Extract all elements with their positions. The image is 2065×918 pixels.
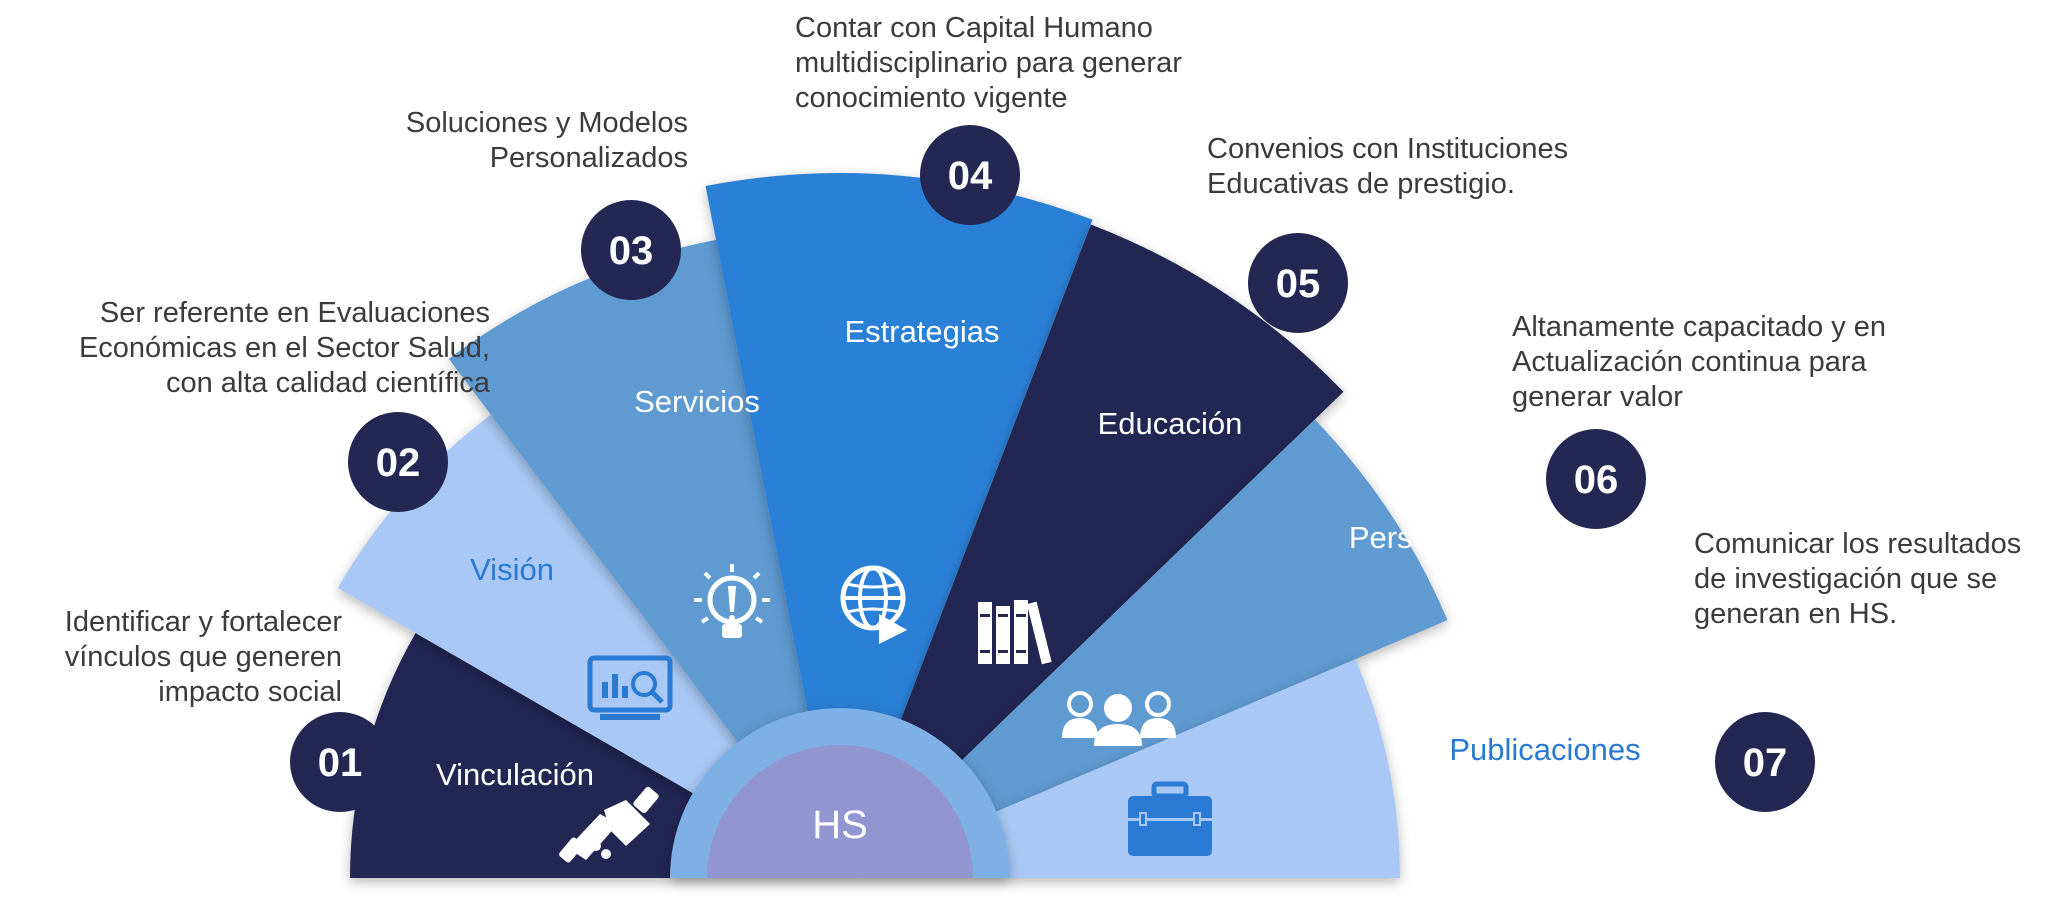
presentation-chart-icon — [587, 655, 673, 720]
sector-label-07: Publicaciones — [1449, 732, 1640, 767]
badge-03 — [581, 200, 681, 300]
sector-label-05: Educación — [1098, 406, 1243, 441]
center-inner — [707, 745, 973, 878]
description-04: Contar con Capital Humano multidisciplin… — [795, 12, 1182, 114]
badge-02 — [348, 412, 448, 512]
people-group-icon — [1062, 691, 1176, 746]
sector-04 — [705, 173, 1093, 878]
sectors-group — [337, 173, 1448, 878]
sector-03 — [448, 239, 840, 878]
sector-labels-group: Vinculación Visión Servicios EstrategiasEdu… — [436, 314, 1641, 792]
badge-05 — [1248, 233, 1348, 333]
badge-number-07: 07 — [1743, 741, 1788, 785]
sector-label-02: Visión — [470, 552, 554, 587]
handshake-icon — [559, 786, 659, 863]
description-03: Soluciones y Modelos Personalizados — [405, 107, 688, 174]
description-05: Convenios con Instituciones Educativas d… — [1207, 133, 1569, 200]
sector-02 — [337, 414, 840, 878]
description-01: Identificar y fortalecer vínculos que ge… — [64, 606, 342, 708]
badge-number-01: 01 — [318, 741, 363, 785]
description-02: Ser referente en Evaluaciones Económicas… — [78, 297, 490, 399]
description-06: Altanamente capacitado y en Actualizació… — [1512, 311, 1887, 413]
badge-number-03: 03 — [609, 229, 654, 273]
badge-06 — [1546, 429, 1646, 529]
sector-label-06: Personal — [1349, 520, 1471, 555]
briefcase-icon — [1128, 781, 1212, 856]
badge-07 — [1715, 712, 1815, 812]
sector-05 — [840, 224, 1344, 878]
badge-04 — [920, 125, 1020, 225]
badge-01 — [290, 712, 390, 812]
sector-label-01: Vinculación — [436, 757, 594, 792]
center-label: HS — [812, 803, 868, 847]
number-badges-group: 01 02 03 04 05 06 07 — [290, 125, 1815, 812]
globe-arrow-icon — [840, 565, 907, 644]
sector-icons-group — [559, 564, 1212, 863]
lightbulb-icon — [694, 564, 770, 638]
description-07: Comunicar los resultados de investigació… — [1694, 528, 2022, 630]
badge-number-05: 05 — [1276, 262, 1321, 306]
badge-number-04: 04 — [948, 154, 993, 198]
books-icon — [978, 600, 1052, 665]
sector-label-04: Estrategias — [844, 314, 999, 349]
badge-number-06: 06 — [1574, 458, 1619, 502]
sector-label-03: Servicios — [634, 384, 760, 419]
sector-06 — [840, 419, 1448, 878]
badge-number-02: 02 — [376, 441, 421, 485]
center-hub: HS — [670, 708, 1010, 878]
